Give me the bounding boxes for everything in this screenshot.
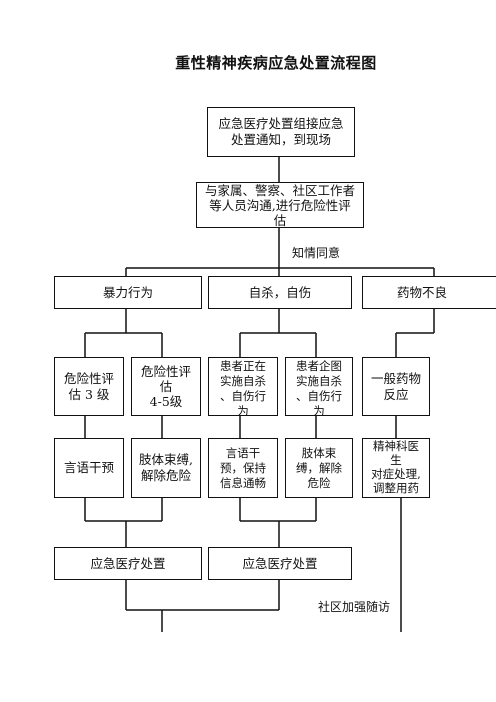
node-verbal: 言语干预 (54, 438, 124, 498)
node-general-drug: 一般药物 反应 (362, 357, 430, 416)
node-communicate: 与家属、警察、社区工作者 等人员沟通,进行危险性评 估 (196, 182, 364, 228)
node-verbal-keep: 言语干 预，保持 信息通畅 (208, 438, 278, 498)
node-selfharm: 自杀，自伤 (208, 276, 352, 309)
node-emergency-1: 应急医疗处置 (54, 547, 202, 580)
node-emergency-2: 应急医疗处置 (208, 547, 352, 580)
node-start: 应急医疗处置组接应急 处置通知，到现场 (207, 107, 355, 157)
node-risk45: 危险性评 估 4-5级 (131, 357, 201, 416)
page-title: 重性精神疾病应急处置流程图 (175, 54, 377, 72)
node-restraint2: 肢体束 缚，解除 危险 (285, 438, 353, 498)
node-risk3: 危险性评 估 3 级 (54, 357, 124, 416)
node-drug: 药物不良 (362, 276, 496, 309)
label-consent: 知情同意 (292, 246, 341, 260)
node-violence: 暴力行为 (54, 276, 202, 309)
node-psychiatrist: 精神科医 生 对症处理, 调整用药 (362, 438, 430, 498)
node-restraint: 肢体束缚, 解除危险 (131, 438, 201, 498)
label-community: 社区加强随访 (318, 600, 391, 614)
node-implementing: 患者正在 实施自杀 、自伤行 为 (208, 357, 278, 416)
node-attempting: 患者企图 实施自杀 、自伤行 为 (285, 357, 353, 416)
